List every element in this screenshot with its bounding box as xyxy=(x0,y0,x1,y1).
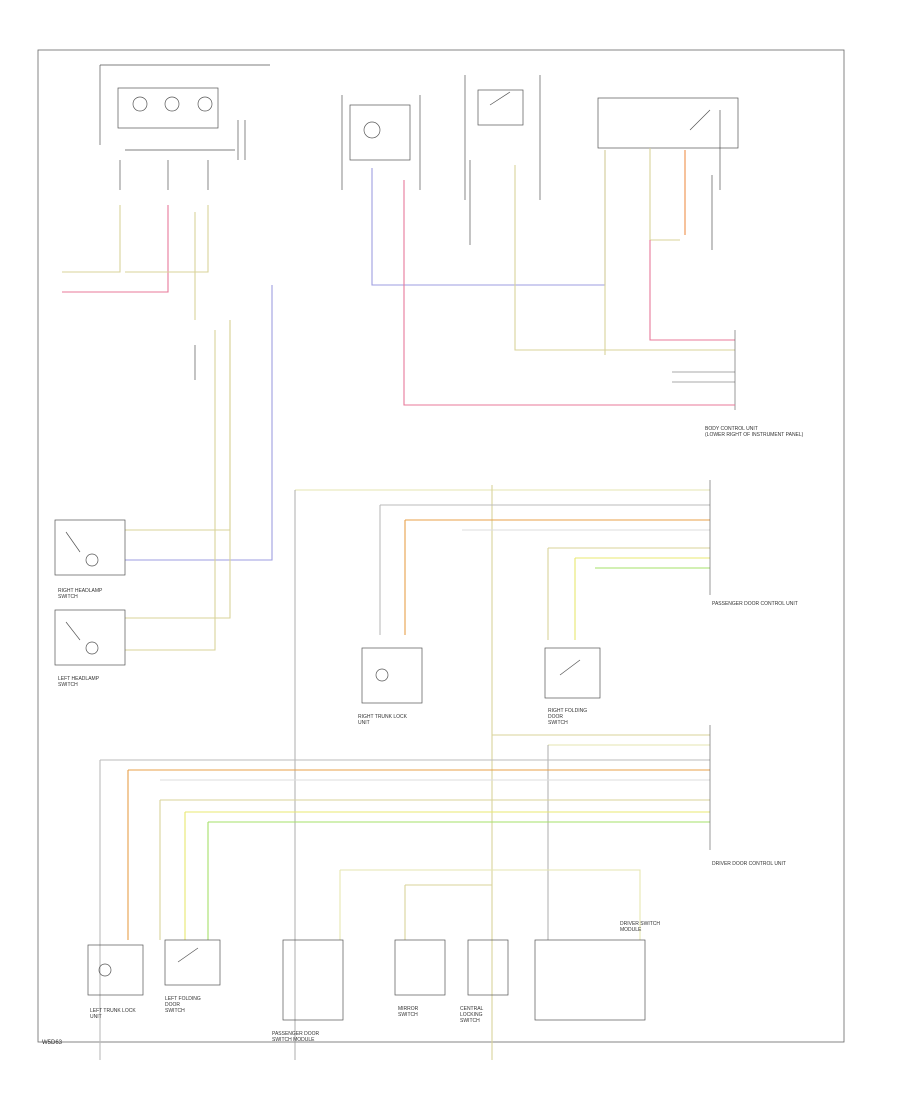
page-code: W5D63 xyxy=(42,1040,63,1046)
top-center-wires xyxy=(371,148,735,406)
bottom-components xyxy=(87,939,646,1021)
left-headlamp-switch xyxy=(54,609,126,666)
diagram-frame xyxy=(37,49,845,1043)
right-headlamp-switch xyxy=(54,519,126,576)
top-left-wires xyxy=(62,205,273,651)
label-passenger-door-control: PASSENGER DOOR CONTROL UNIT xyxy=(712,601,798,607)
body-control-connector xyxy=(672,330,736,410)
right-trunk-lock xyxy=(361,647,423,704)
label-body-control: BODY CONTROL UNIT(LOWER RIGHT OF INSTRUM… xyxy=(705,426,804,438)
top-center-components xyxy=(341,75,739,200)
passenger-door-wires xyxy=(294,485,710,1060)
driver-door-wires xyxy=(99,734,710,1060)
label-driver-door-control: DRIVER DOOR CONTROL UNIT xyxy=(712,861,786,867)
right-door-switch xyxy=(544,647,601,699)
top-left-fuse-block xyxy=(99,64,270,190)
